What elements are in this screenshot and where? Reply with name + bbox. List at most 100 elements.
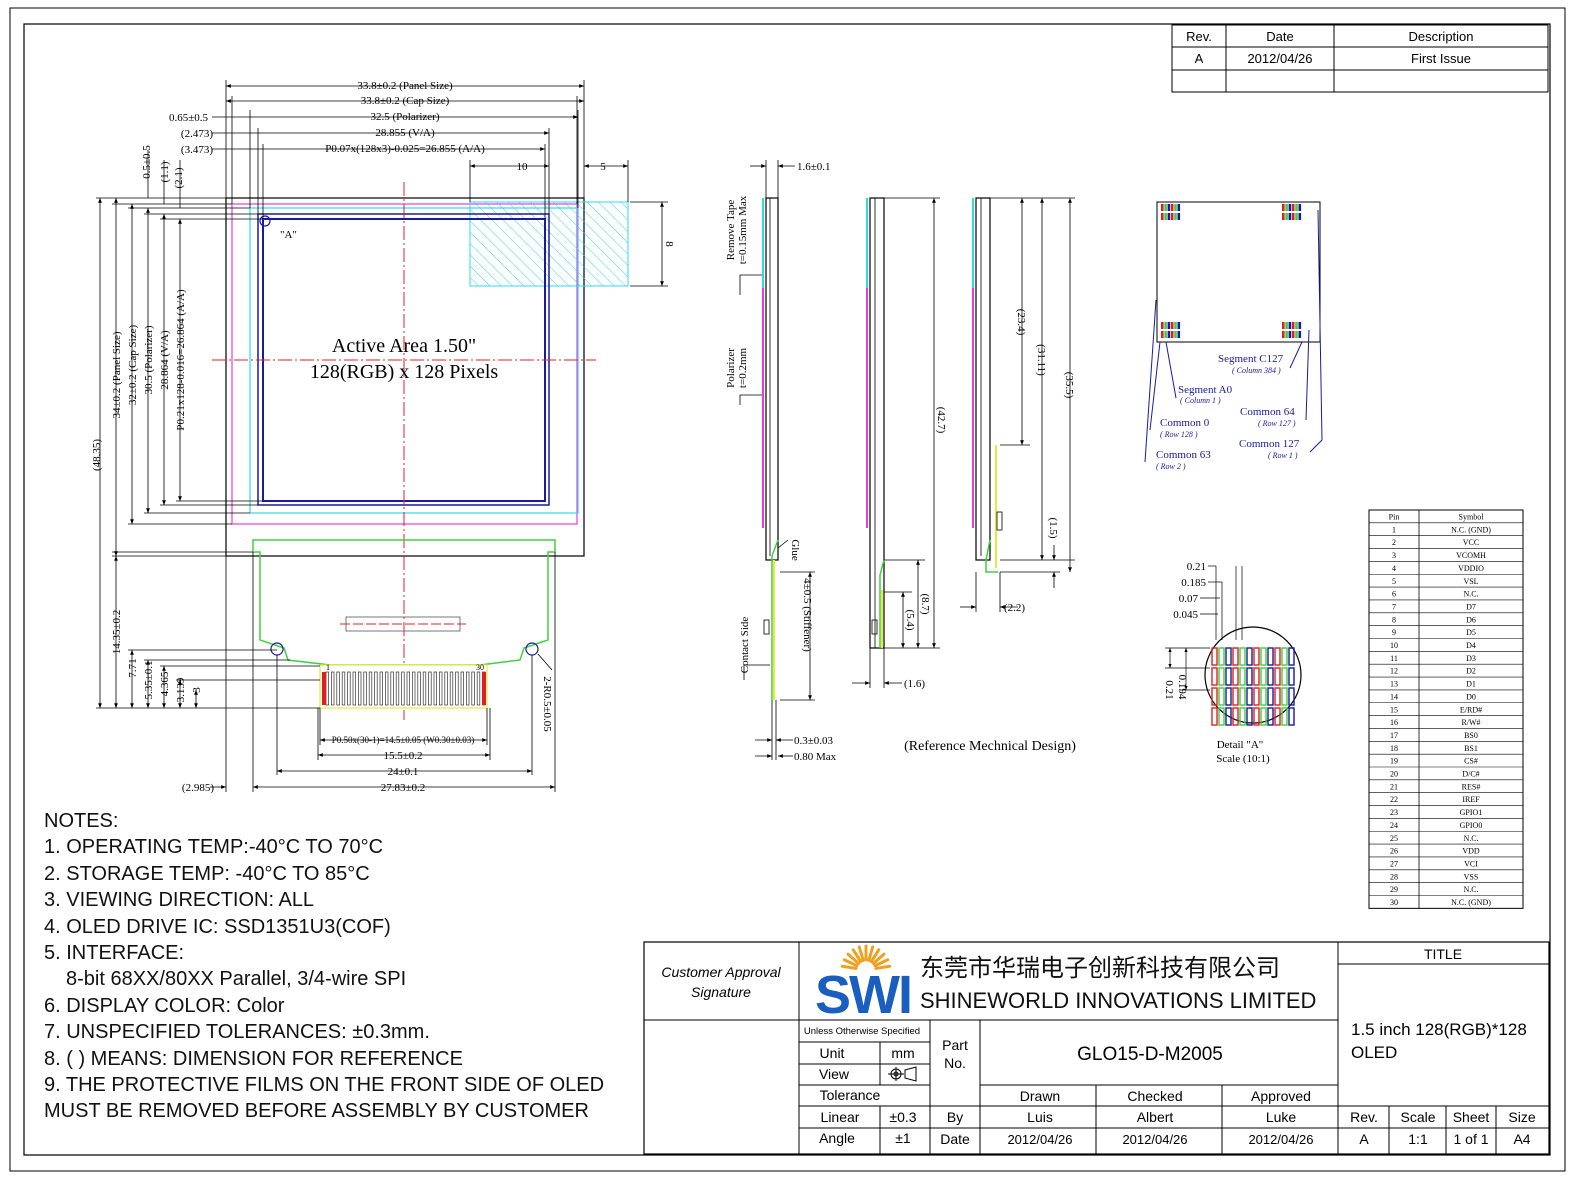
view-label: View: [819, 1066, 850, 1082]
column-384-label: ( Column 384 ): [1232, 366, 1281, 375]
pin-number: 5: [1392, 577, 1396, 586]
fpc-edge-right: [482, 672, 486, 705]
side-view-3: (23.4) (31.11) (35.5) (1.5) (2.2): [960, 197, 1075, 614]
detail-subpixel: [1246, 707, 1253, 726]
unit-value: mm: [891, 1045, 914, 1061]
detail-subpixel: [1267, 647, 1274, 666]
rev-value: A: [1195, 51, 1204, 66]
active-area-pixels: 128(RGB) x 128 Pixels: [310, 361, 499, 383]
fpc-pin1-label: 1: [326, 663, 330, 672]
logo-ray: [873, 958, 890, 968]
side-view-1: 1.6±0.1 Remove Tape t=0.15mm Max Polariz…: [725, 160, 837, 763]
pin-number: 12: [1390, 667, 1398, 676]
dim-4-365: 4.365: [159, 671, 171, 696]
note-7: 7. UNSPECIFIED TOLERANCES: ±0.3mm.: [44, 1021, 430, 1044]
fpc-finger: [385, 671, 389, 706]
subpixel: [1288, 322, 1292, 329]
dim-3-139: 3.139: [175, 677, 187, 702]
swi-logo-text: SWI: [815, 965, 911, 1025]
subpixel: [1174, 213, 1177, 220]
remove-tape-thickness: t=0.15mm Max: [737, 195, 749, 264]
detail-subpixel: [1260, 707, 1267, 726]
detail-subpixel: [1232, 667, 1239, 686]
pin-symbol: N.C.: [1463, 885, 1478, 894]
rev-label: Rev.: [1350, 1109, 1378, 1125]
detail-subpixel: [1225, 647, 1232, 666]
fpc-finger: [358, 671, 362, 706]
pin-number: 26: [1390, 847, 1398, 856]
dim-2-473: (2.473): [181, 128, 213, 140]
pin-number: 15: [1390, 705, 1398, 714]
pin-number: 27: [1390, 859, 1398, 868]
dim-0-80: 0.80 Max: [794, 751, 837, 763]
detail-subpixel: [1260, 647, 1267, 666]
fpc-finger: [341, 671, 346, 706]
fpc-finger: [449, 671, 454, 706]
pin-symbol: D0: [1466, 692, 1476, 701]
fpc-edge-left: [322, 672, 326, 705]
pin-symbol: N.C. (GND): [1451, 898, 1491, 907]
rev-header: Rev.: [1186, 29, 1212, 44]
detail-subpixel: [1225, 687, 1232, 706]
subpixel: [1295, 322, 1298, 329]
dim-8: 8: [663, 241, 675, 247]
logo-ray: [867, 945, 875, 962]
dim-27-83: 27.83±0.2: [381, 782, 426, 794]
dim-cap-width: 33.8±0.2 (Cap Size): [361, 95, 450, 107]
note-4: 4. OLED DRIVE IC: SSD1351U3(COF): [44, 915, 391, 938]
row-2-label: ( Row 2 ): [1156, 462, 1186, 471]
dim-0-65: 0.65±0.5: [169, 112, 209, 124]
dim-fpc-height: 14.35±0.2: [111, 610, 123, 655]
pin-number: 23: [1390, 808, 1398, 817]
side-view-2: (42.7) (8.7) (5.4) (1.6): [852, 197, 947, 690]
subpixel: [1295, 213, 1298, 220]
fpc-finger: [433, 671, 437, 706]
pin-number: 2: [1392, 538, 1396, 547]
pin-symbol: IREF: [1462, 795, 1480, 804]
dim-panel-height: 34±0.2 (Panel Size): [111, 331, 123, 418]
pin-number: 24: [1390, 821, 1398, 830]
detail-subpixel: [1274, 687, 1281, 706]
row-128-label: ( Row 128 ): [1160, 430, 1198, 439]
detail-subpixel: [1218, 707, 1225, 726]
subpixel: [1174, 322, 1177, 329]
contact-side-label: Contact Side: [739, 617, 751, 674]
title-header: TITLE: [1424, 946, 1462, 962]
subpixel: [1288, 204, 1292, 211]
detail-subpixel: [1211, 707, 1218, 726]
note-1: 1. OPERATING TEMP:-40°C TO 70°C: [44, 836, 384, 859]
pin-number: 19: [1390, 757, 1398, 766]
subpixel: [1285, 204, 1288, 211]
detail-subpixel: [1267, 707, 1274, 726]
pin-symbol: D2: [1466, 667, 1476, 676]
common-63-label: Common 63: [1156, 449, 1211, 461]
linear-label: Linear: [821, 1109, 860, 1125]
note-6: 6. DISPLAY COLOR: Color: [44, 994, 285, 1017]
fpc-finger: [471, 671, 475, 706]
subpixel: [1164, 322, 1167, 329]
title-line-2: OLED: [1351, 1043, 1397, 1062]
pin-symbol: GPIO1: [1460, 808, 1483, 817]
detail-subpixel: [1260, 667, 1267, 686]
dim-1-5: (1.5): [1047, 517, 1059, 538]
fpc-finger: [352, 671, 356, 706]
dim-35-5: (35.5): [1063, 372, 1075, 399]
pin-number: 13: [1390, 680, 1398, 689]
subpixel: [1282, 331, 1285, 338]
logo-ray: [869, 948, 881, 964]
dim-8-7: (8.7): [919, 593, 931, 614]
subpixel: [1167, 213, 1171, 220]
notes-title: NOTES:: [44, 810, 119, 832]
detail-subpixel: [1281, 667, 1288, 686]
dim-polarizer-width: 32.5 (Polarizer): [370, 111, 439, 123]
logo-ray: [840, 964, 858, 970]
rev-value-tb: A: [1359, 1131, 1369, 1147]
fpc-finger: [439, 671, 443, 706]
detail-subpixel: [1253, 707, 1260, 726]
pin-number: 11: [1390, 654, 1398, 663]
pin-number: 8: [1392, 615, 1396, 624]
row-127-label: ( Row 127 ): [1258, 419, 1296, 428]
size-label: Size: [1508, 1109, 1535, 1125]
stiffener-label: 4±0.5 (Stiffener): [801, 578, 813, 652]
